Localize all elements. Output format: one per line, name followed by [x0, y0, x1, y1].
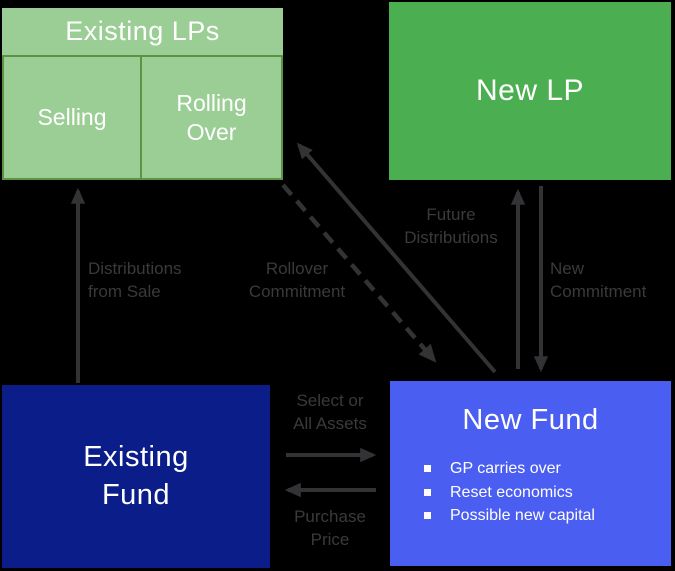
label-select-or-all-assets: Select or All Assets: [293, 391, 367, 433]
existing-fund-title: Existing Fund: [83, 440, 189, 511]
existing-lps-subboxes: Selling Rolling Over: [2, 55, 283, 180]
bullet-text: Reset economics: [450, 483, 573, 501]
bullet-text: GP carries over: [450, 460, 561, 477]
selling-box: Selling: [4, 57, 142, 178]
bullet-square-icon: [424, 465, 431, 472]
label-distributions-from-sale: Distributions from Sale: [88, 259, 182, 301]
new-lp-box: New LP: [389, 2, 671, 180]
label-future-distributions: Future Distributions: [404, 205, 498, 247]
new-lp-title: New LP: [475, 74, 585, 107]
label-rollover-commitment: Rollover Commitment: [248, 259, 346, 301]
bullet-square-icon: [424, 488, 431, 496]
rolling-over-label: Rolling Over: [176, 89, 247, 145]
bullet-square-icon: [424, 512, 431, 519]
new-fund-bullet-list: GP carries over Reset economics Possible…: [390, 457, 671, 528]
existing-lps-box: Existing LPs Selling Rolling Over: [2, 8, 283, 180]
bullet-item: GP carries over: [424, 457, 671, 481]
bullet-item: Possible new capital: [424, 504, 671, 528]
new-fund-title: New Fund: [462, 404, 599, 436]
existing-fund-box: Existing Fund: [2, 385, 270, 568]
bullet-text: Possible new capital: [450, 507, 595, 524]
rolling-over-box: Rolling Over: [142, 57, 281, 178]
selling-label: Selling: [37, 104, 107, 131]
new-fund-box: New Fund GP carries over Reset economics…: [390, 381, 671, 566]
label-purchase-price: Purchase Price: [294, 507, 366, 549]
existing-lps-title: Existing LPs: [65, 16, 220, 46]
label-new-commitment: New Commitment: [550, 259, 647, 301]
bullet-item: Reset economics: [424, 481, 671, 505]
